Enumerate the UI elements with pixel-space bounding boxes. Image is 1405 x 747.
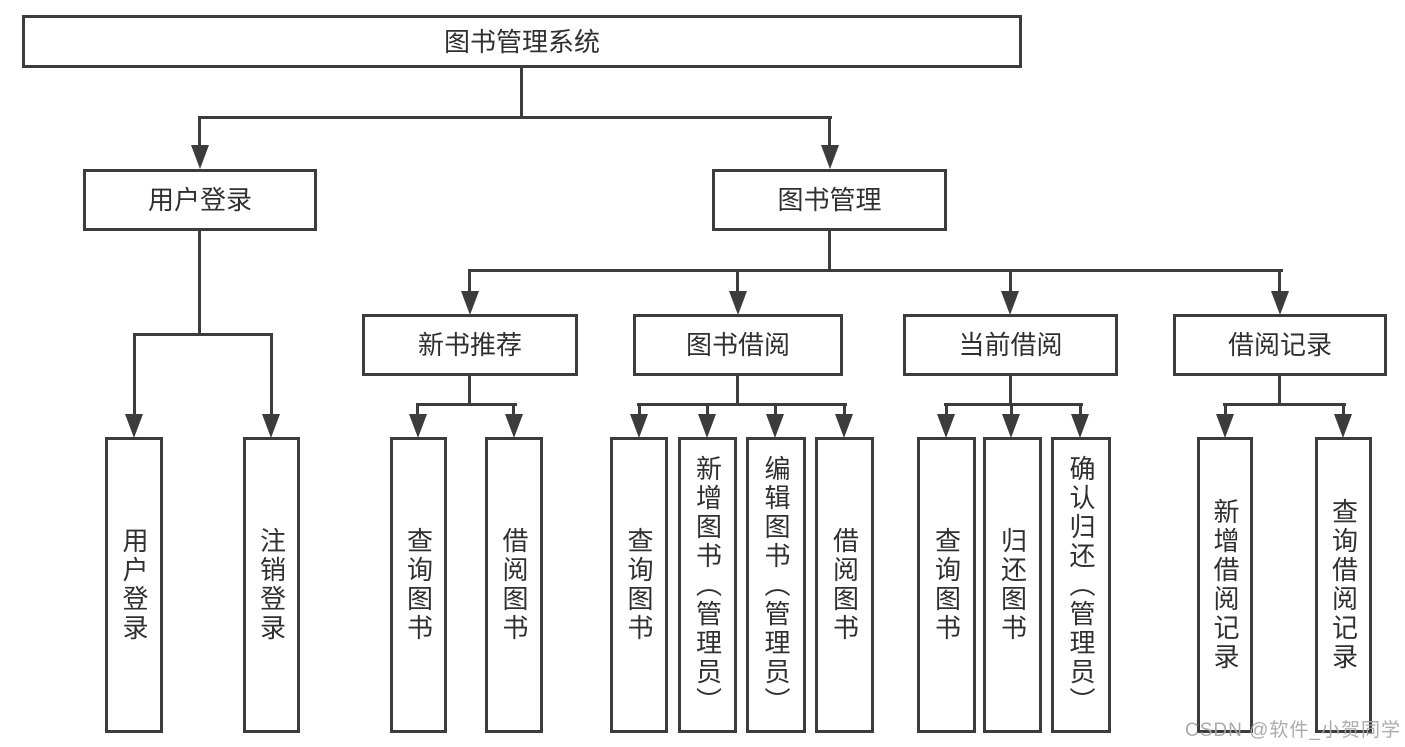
- node-ul-login: 用户登录: [105, 437, 163, 733]
- arrowhead-down-icon: [1002, 414, 1020, 438]
- connector-line: [828, 116, 831, 148]
- arrowhead-down-icon: [125, 414, 143, 438]
- connector-line: [133, 333, 273, 336]
- connector-line: [843, 403, 846, 421]
- arrowhead-down-icon: [835, 414, 853, 438]
- arrowhead-down-icon: [461, 291, 479, 315]
- connector-line: [944, 403, 1083, 406]
- node-cb-confirm-return: 确认归还（管理员）: [1051, 437, 1111, 733]
- node-book-borrow: 图书借阅: [633, 314, 843, 376]
- arrowhead-down-icon: [729, 291, 747, 315]
- arrowhead-down-icon: [766, 414, 784, 438]
- arrowhead-down-icon: [630, 414, 648, 438]
- connector-line: [468, 269, 1283, 272]
- arrowhead-down-icon: [1216, 414, 1234, 438]
- node-book-management: 图书管理: [712, 169, 947, 231]
- connector-line: [1079, 403, 1082, 421]
- node-bb-edit-books: 编辑图书（管理员）: [746, 437, 806, 733]
- connector-line: [638, 403, 641, 421]
- arrowhead-down-icon: [1071, 414, 1089, 438]
- arrowhead-down-icon: [698, 414, 716, 438]
- connector-line: [520, 66, 523, 119]
- node-borrow-records: 借阅记录: [1173, 314, 1387, 376]
- node-root: 图书管理系统: [22, 15, 1022, 68]
- connector-line: [736, 374, 739, 405]
- arrowhead-down-icon: [262, 414, 280, 438]
- arrowhead-down-icon: [1001, 291, 1019, 315]
- connector-line: [512, 403, 515, 421]
- connector-line: [1342, 403, 1345, 421]
- connector-line: [1010, 403, 1013, 421]
- node-br-query-record: 查询借阅记录: [1315, 437, 1372, 733]
- arrowhead-down-icon: [937, 414, 955, 438]
- connector-line: [774, 403, 777, 421]
- connector-line: [945, 403, 948, 421]
- node-current-borrow: 当前借阅: [903, 314, 1118, 376]
- node-bb-query-books: 查询图书: [610, 437, 668, 733]
- connector-line: [468, 374, 471, 406]
- node-ul-logout: 注销登录: [243, 437, 300, 733]
- connector-line: [416, 403, 419, 421]
- connector-line: [198, 116, 201, 148]
- node-new-book-recommend: 新书推荐: [362, 314, 578, 376]
- node-bb-borrow-books: 借阅图书: [815, 437, 874, 733]
- connector-line: [706, 403, 709, 421]
- connector-line: [198, 229, 201, 336]
- arrowhead-down-icon: [409, 414, 427, 438]
- connector-line: [198, 116, 832, 119]
- watermark: CSDN @软件_小贺同学: [1185, 720, 1401, 741]
- node-cb-query-books: 查询图书: [917, 437, 976, 733]
- arrowhead-down-icon: [191, 145, 209, 169]
- connector-line: [1009, 374, 1012, 405]
- connector-line: [270, 333, 273, 417]
- connector-line: [468, 269, 471, 297]
- connector-line: [1278, 374, 1281, 405]
- connector-line: [1224, 403, 1227, 421]
- connector-line: [133, 333, 136, 417]
- arrowhead-down-icon: [821, 145, 839, 169]
- connector-line: [736, 269, 739, 297]
- connector-line: [1278, 269, 1281, 297]
- connector-line: [828, 229, 831, 272]
- connector-line: [417, 403, 517, 406]
- connector-line: [637, 403, 847, 406]
- node-nb-borrow-books: 借阅图书: [485, 437, 543, 733]
- node-br-add-record: 新增借阅记录: [1197, 437, 1253, 733]
- node-bb-add-books: 新增图书（管理员）: [678, 437, 737, 733]
- arrowhead-down-icon: [1334, 414, 1352, 438]
- node-cb-return-books: 归还图书: [983, 437, 1042, 733]
- node-user-login: 用户登录: [83, 169, 317, 231]
- connector-line: [1223, 403, 1346, 406]
- connector-line: [1009, 269, 1012, 297]
- arrowhead-down-icon: [1271, 291, 1289, 315]
- arrowhead-down-icon: [505, 414, 523, 438]
- node-nb-query-books: 查询图书: [390, 437, 447, 733]
